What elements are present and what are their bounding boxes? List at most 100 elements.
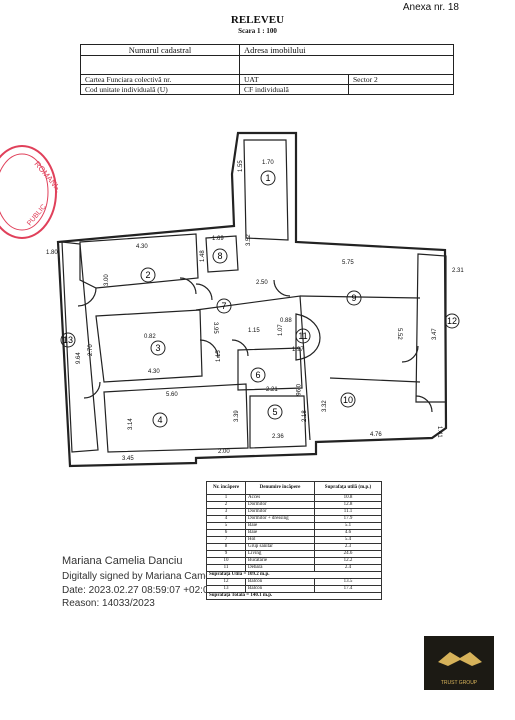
- address-label: Adresa imobilului: [239, 44, 454, 56]
- column-header: Nr. încăpere: [206, 481, 246, 495]
- dimension-label: 1.55: [238, 160, 244, 172]
- dimension-label: 3.95: [212, 322, 218, 334]
- cf-label: CF individuală: [239, 84, 349, 95]
- table-cell: 12: [206, 578, 246, 586]
- table-cell: 11.1: [314, 508, 382, 516]
- dimension-label: 4.30: [136, 244, 148, 250]
- signature-reason: Reason: 14033/2023: [62, 598, 155, 609]
- dimension-label: 0.96: [294, 384, 300, 396]
- table-cell: 2.4: [314, 564, 382, 572]
- table-header-row: Nr. încăpere Denumire încăpere Suprafaţa…: [206, 481, 382, 495]
- total-util-row: Suprafaţă Utilă = 109.2 m.p.: [206, 571, 382, 579]
- table-cell: Baie: [245, 529, 315, 537]
- digital-signature-line: Digitally signed by Mariana Camelia Danc…: [62, 571, 255, 582]
- door-arc: [273, 279, 291, 297]
- dimension-label: 3.52: [246, 234, 252, 246]
- table-cell: Suprafaţă Utilă = 109.2 m.p.: [206, 571, 382, 579]
- table-row: Cartea Funciara colectivă nr. UAT Sector…: [80, 74, 454, 85]
- table-cell: Dormitor: [245, 501, 315, 509]
- address-value: [239, 55, 454, 75]
- table-cell: 12.2: [314, 557, 382, 565]
- room-number-circle: [150, 340, 166, 356]
- table-cell: 17.4: [314, 585, 382, 593]
- dimension-label: 0.82: [144, 334, 156, 340]
- uat-label: UAT: [239, 74, 349, 85]
- annex-number: Anexa nr. 18: [402, 2, 459, 13]
- room-number-circle: [152, 412, 168, 428]
- table-cell: 12.8: [314, 501, 382, 509]
- table-cell: 5.1: [314, 522, 382, 530]
- dimension-label: 2.18: [302, 410, 308, 422]
- room-number: 11: [298, 331, 307, 341]
- table-cell: 8: [206, 543, 246, 551]
- dimension-label: 1.15: [248, 328, 260, 334]
- door-arc: [415, 395, 433, 413]
- table-cell: Living: [245, 550, 315, 558]
- room-4-wall: [103, 383, 249, 453]
- plan-outer-wall: [56, 131, 448, 468]
- rooms-table: Nr. încăpere Denumire încăpere Suprafaţa…: [206, 481, 382, 600]
- total-area-row: Suprafaţă Totală = 140.1 m.p.: [206, 592, 382, 600]
- room-1-wall: [243, 139, 289, 241]
- room-number-circle: [444, 313, 460, 329]
- door-arc: [199, 339, 219, 359]
- land-book-label: Cartea Funciara colectivă nr.: [80, 74, 240, 85]
- dimension-label: 2.70: [88, 344, 94, 356]
- room-number-circle: [295, 328, 311, 344]
- table-cell: Grup sanitar: [245, 543, 315, 551]
- dimension-label: 2.36: [272, 434, 284, 440]
- room-number-circle: [140, 267, 156, 283]
- company-logo: [424, 636, 494, 690]
- room-8-wall: [205, 235, 239, 273]
- table-cell: Suprafaţă Totală = 140.1 m.p.: [206, 592, 382, 600]
- dimension-label: 2.21: [266, 387, 278, 393]
- table-row: Cod unitate individuală (U) CF individua…: [80, 84, 454, 95]
- table-cell: 13: [206, 585, 246, 593]
- room-12-wall: [415, 253, 447, 403]
- table-cell: Dormitor: [245, 508, 315, 516]
- dimension-label: 1.48: [200, 250, 206, 262]
- room-number-circle: [250, 367, 266, 383]
- table-cell: 13.5: [314, 578, 382, 586]
- table-cell: Baie: [245, 522, 315, 530]
- room-number-circle: [260, 170, 276, 186]
- table-cell: 1: [206, 494, 246, 502]
- table-cell: 5: [206, 522, 246, 530]
- table-cell: Balcon: [245, 585, 315, 593]
- table-cell: Balcon: [245, 578, 315, 586]
- dimension-label: 3.32: [322, 400, 328, 412]
- room-number: 9: [351, 293, 356, 303]
- table-cell: 5.4: [314, 536, 382, 544]
- handshake-icon: [438, 652, 482, 666]
- door-arc: [83, 381, 101, 399]
- interior-wall: [329, 377, 421, 383]
- table-cell: 10.8: [314, 494, 382, 502]
- dimension-label: 2.50: [256, 280, 268, 286]
- room-number: 8: [217, 251, 222, 261]
- room-13-wall: [61, 241, 99, 453]
- door-arc: [179, 277, 197, 295]
- dimension-label: 1.97: [292, 347, 304, 353]
- table-row: [80, 55, 454, 75]
- room-number: 12: [447, 316, 457, 326]
- room-number: 4: [157, 415, 162, 425]
- interior-wall: [299, 295, 421, 299]
- unit-code-label: Cod unitate individuală (U): [80, 84, 240, 95]
- room-number-circle: [216, 298, 232, 314]
- table-cell: 9: [206, 550, 246, 558]
- dimension-label: 5.52: [396, 328, 402, 340]
- cadastral-number-value: [80, 55, 240, 75]
- company-logo-text: TRUST GROUP: [440, 680, 478, 686]
- room-number-circle: [340, 392, 356, 408]
- table-cell: 2: [206, 501, 246, 509]
- dimension-label: 5.75: [342, 260, 354, 266]
- uat-value: Sector 2: [348, 74, 454, 85]
- dimension-label: 1.07: [278, 324, 284, 336]
- door-arc: [77, 287, 97, 307]
- room-number: 10: [343, 395, 353, 405]
